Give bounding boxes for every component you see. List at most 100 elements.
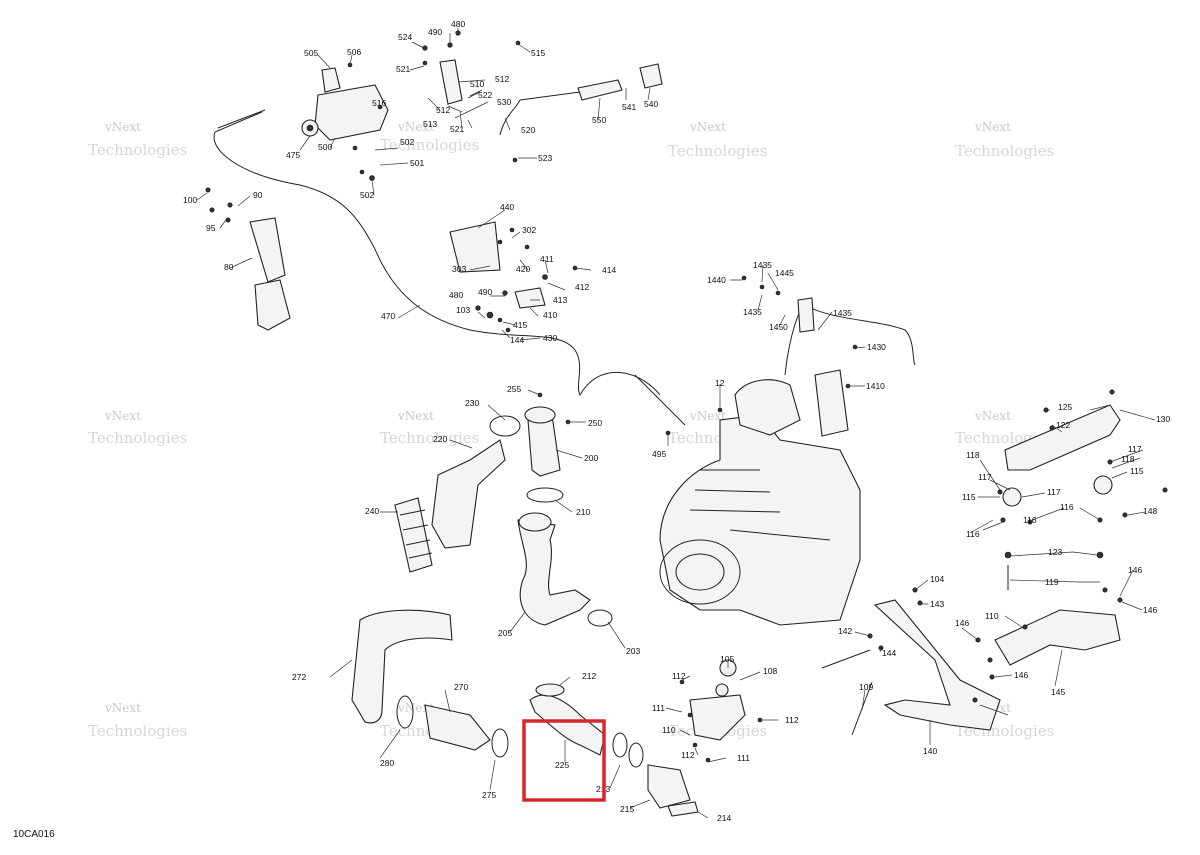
part-label-280[interactable]: 280 xyxy=(380,758,394,768)
part-label-1410[interactable]: 1410 xyxy=(866,381,885,391)
part-label-80[interactable]: 80 xyxy=(224,262,234,272)
part-label-524[interactable]: 524 xyxy=(398,32,412,42)
part-label-522[interactable]: 522 xyxy=(478,90,492,100)
part-label-130[interactable]: 130 xyxy=(1156,414,1170,424)
part-label-501[interactable]: 501 xyxy=(410,158,424,168)
part-label-146[interactable]: 146 xyxy=(1143,605,1157,615)
part-label-215[interactable]: 215 xyxy=(620,804,634,814)
part-label-411[interactable]: 411 xyxy=(540,254,554,264)
part-label-110[interactable]: 110 xyxy=(662,725,676,735)
part-label-146[interactable]: 146 xyxy=(955,618,969,628)
part-label-117[interactable]: 117 xyxy=(1128,444,1142,454)
part-label-541[interactable]: 541 xyxy=(622,102,636,112)
part-label-112[interactable]: 112 xyxy=(785,715,799,725)
part-label-495[interactable]: 495 xyxy=(652,449,666,459)
part-label-430[interactable]: 430 xyxy=(543,333,557,343)
part-label-125[interactable]: 125 xyxy=(1058,402,1072,412)
part-label-116[interactable]: 116 xyxy=(1060,502,1074,512)
part-label-143[interactable]: 143 xyxy=(930,599,944,609)
part-label-142[interactable]: 142 xyxy=(838,626,852,636)
part-label-144[interactable]: 144 xyxy=(510,335,524,345)
part-label-100[interactable]: 100 xyxy=(183,195,197,205)
part-label-225[interactable]: 225 xyxy=(555,760,569,770)
part-label-108[interactable]: 108 xyxy=(763,666,777,676)
part-label-117[interactable]: 117 xyxy=(978,472,992,482)
part-label-512[interactable]: 512 xyxy=(495,74,509,84)
part-label-123[interactable]: 123 xyxy=(1048,547,1062,557)
part-label-148[interactable]: 148 xyxy=(1143,506,1157,516)
part-label-515[interactable]: 515 xyxy=(531,48,545,58)
part-label-95[interactable]: 95 xyxy=(206,223,216,233)
part-label-410[interactable]: 410 xyxy=(543,310,557,320)
part-label-111[interactable]: 111 xyxy=(652,703,665,713)
part-label-140[interactable]: 140 xyxy=(923,746,937,756)
part-label-513[interactable]: 513 xyxy=(423,119,437,129)
part-label-470[interactable]: 470 xyxy=(381,311,395,321)
part-label-255[interactable]: 255 xyxy=(507,384,521,394)
part-label-516[interactable]: 516 xyxy=(372,98,386,108)
part-label-1430[interactable]: 1430 xyxy=(867,342,886,352)
part-label-302[interactable]: 302 xyxy=(522,225,536,235)
part-label-521[interactable]: 521 xyxy=(450,124,464,134)
part-label-1435[interactable]: 1435 xyxy=(833,308,852,318)
part-label-1435[interactable]: 1435 xyxy=(743,307,762,317)
part-label-502[interactable]: 502 xyxy=(360,190,374,200)
part-label-118[interactable]: 118 xyxy=(1121,454,1135,464)
part-label-145[interactable]: 145 xyxy=(1051,687,1065,697)
part-label-520[interactable]: 520 xyxy=(521,125,535,135)
part-label-146[interactable]: 146 xyxy=(1014,670,1028,680)
part-label-119[interactable]: 119 xyxy=(1045,577,1059,587)
part-label-502[interactable]: 502 xyxy=(400,137,414,147)
part-label-475[interactable]: 475 xyxy=(286,150,300,160)
part-label-240[interactable]: 240 xyxy=(365,506,379,516)
part-label-540[interactable]: 540 xyxy=(644,99,658,109)
part-label-122[interactable]: 122 xyxy=(1056,420,1070,430)
part-label-205[interactable]: 205 xyxy=(498,628,512,638)
part-label-415[interactable]: 415 xyxy=(513,320,527,330)
part-label-480[interactable]: 480 xyxy=(451,19,465,29)
part-label-112[interactable]: 112 xyxy=(681,750,695,760)
part-label-250[interactable]: 250 xyxy=(588,418,602,428)
part-label-521[interactable]: 521 xyxy=(396,64,410,74)
part-label-12[interactable]: 12 xyxy=(715,378,725,388)
part-label-303[interactable]: 303 xyxy=(452,264,466,274)
part-label-90[interactable]: 90 xyxy=(253,190,263,200)
part-label-550[interactable]: 550 xyxy=(592,115,606,125)
part-label-144[interactable]: 144 xyxy=(882,648,896,658)
part-label-1445[interactable]: 1445 xyxy=(775,268,794,278)
part-label-500[interactable]: 500 xyxy=(318,142,332,152)
part-label-212[interactable]: 212 xyxy=(582,671,596,681)
part-label-109[interactable]: 109 xyxy=(859,682,873,692)
part-label-146[interactable]: 146 xyxy=(1128,565,1142,575)
part-label-1435[interactable]: 1435 xyxy=(753,260,772,270)
part-label-116[interactable]: 116 xyxy=(966,529,980,539)
part-label-1440[interactable]: 1440 xyxy=(707,275,726,285)
part-label-506[interactable]: 506 xyxy=(347,47,361,57)
part-label-105[interactable]: 105 xyxy=(720,654,734,664)
part-label-110[interactable]: 110 xyxy=(985,611,999,621)
part-label-220[interactable]: 220 xyxy=(433,434,447,444)
part-label-480[interactable]: 480 xyxy=(449,290,463,300)
part-label-210[interactable]: 210 xyxy=(576,507,590,517)
part-label-413[interactable]: 413 xyxy=(553,295,567,305)
part-label-200[interactable]: 200 xyxy=(584,453,598,463)
part-label-490[interactable]: 490 xyxy=(478,287,492,297)
part-label-111[interactable]: 111 xyxy=(737,753,750,763)
part-label-523[interactable]: 523 xyxy=(538,153,552,163)
part-label-440[interactable]: 440 xyxy=(500,202,514,212)
part-label-1450[interactable]: 1450 xyxy=(769,322,788,332)
part-label-203[interactable]: 203 xyxy=(626,646,640,656)
part-label-530[interactable]: 530 xyxy=(497,97,511,107)
part-label-510[interactable]: 510 xyxy=(470,79,484,89)
part-label-270[interactable]: 270 xyxy=(454,682,468,692)
part-label-115[interactable]: 115 xyxy=(1130,466,1144,476)
part-label-118[interactable]: 118 xyxy=(966,450,980,460)
part-label-117[interactable]: 117 xyxy=(1047,487,1061,497)
part-label-104[interactable]: 104 xyxy=(930,574,944,584)
part-label-272[interactable]: 272 xyxy=(292,672,306,682)
part-label-275[interactable]: 275 xyxy=(482,790,496,800)
part-label-112[interactable]: 112 xyxy=(672,671,686,681)
part-label-505[interactable]: 505 xyxy=(304,48,318,58)
part-label-116[interactable]: 116 xyxy=(1023,515,1037,525)
part-label-230[interactable]: 230 xyxy=(465,398,479,408)
